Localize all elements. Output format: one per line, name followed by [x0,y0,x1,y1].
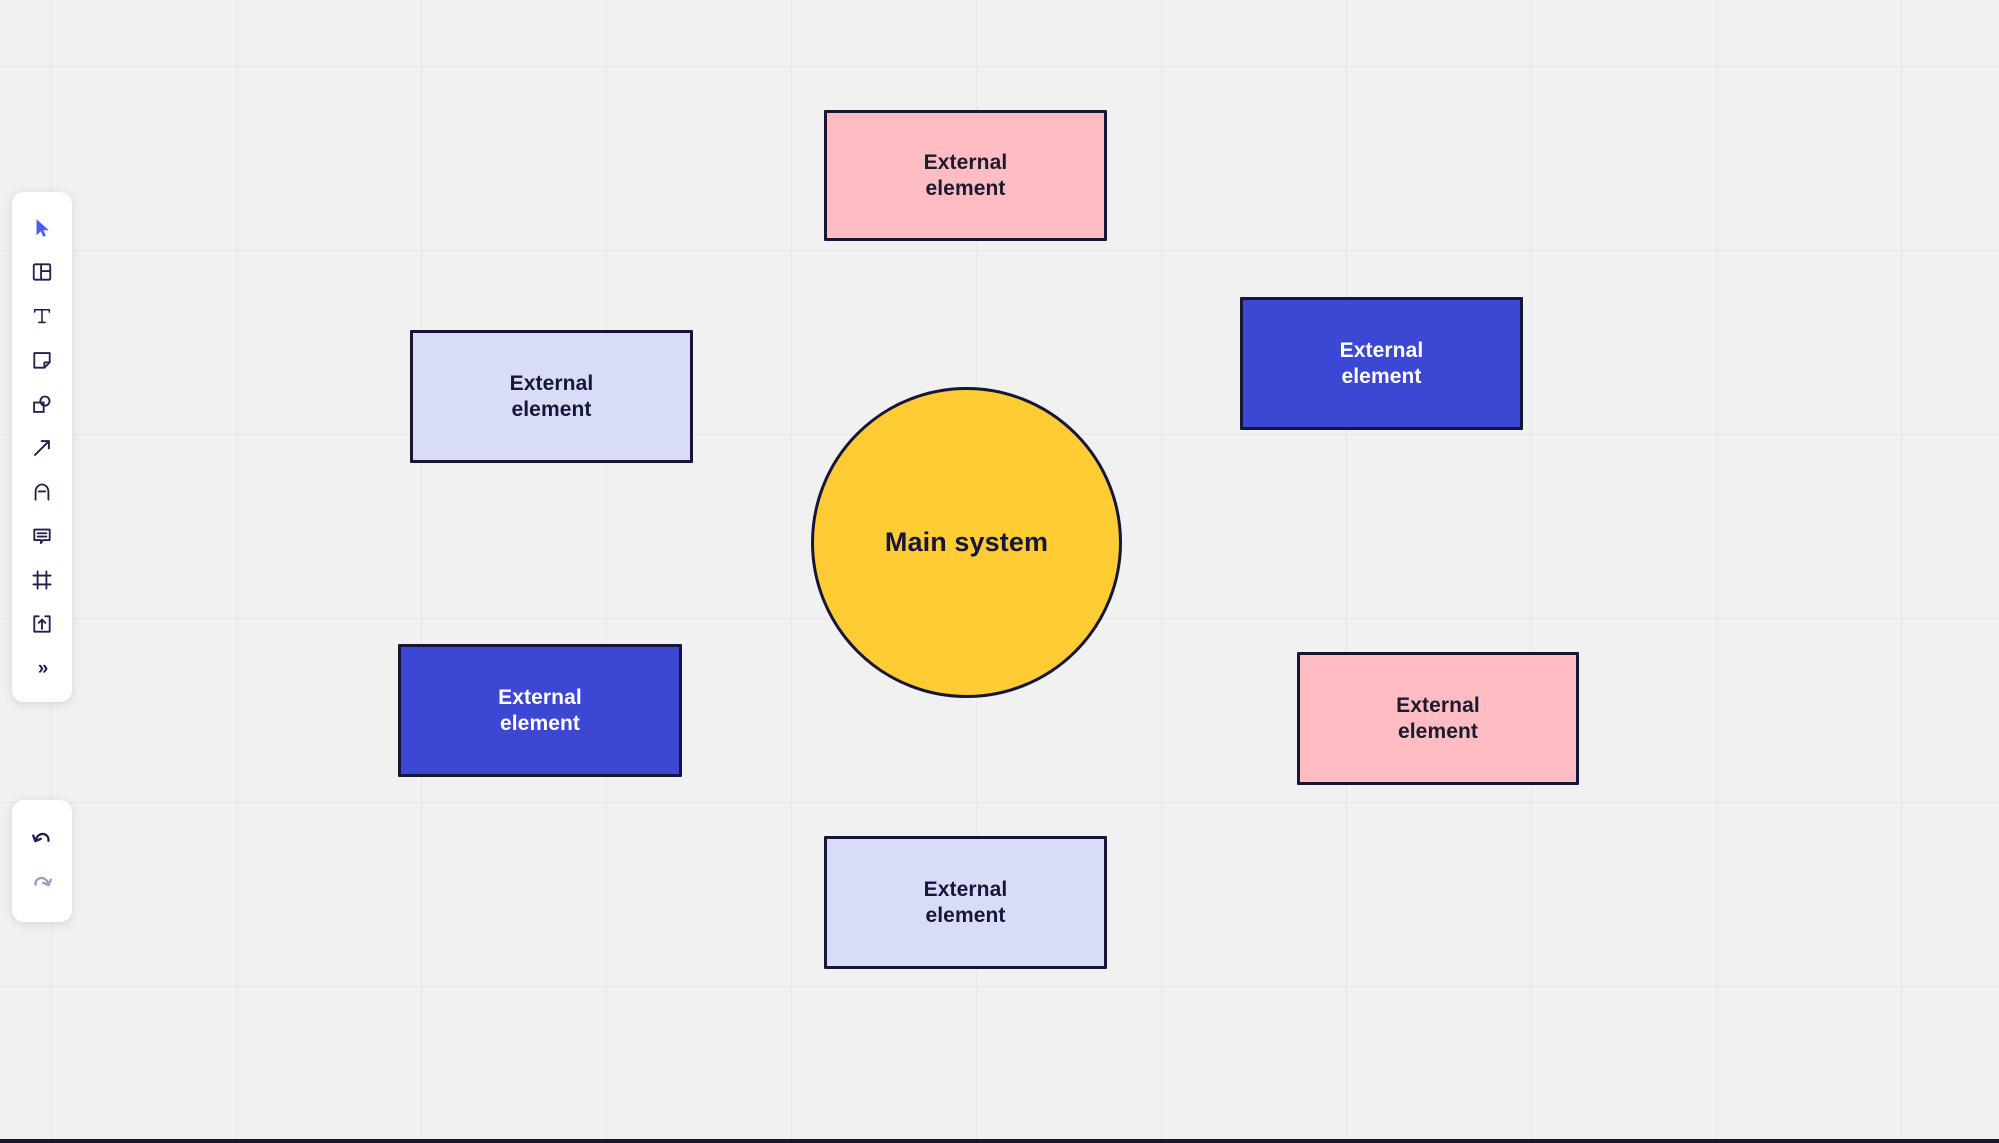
shape-external-element-top[interactable]: External element [824,110,1107,241]
shape-external-element-bottom[interactable]: External element [824,836,1107,969]
canvas-bottom-rule [0,1139,1999,1143]
toolbar-history [12,800,72,922]
shape-label: Main system [884,527,1049,558]
arrow-icon [34,440,50,456]
pen-icon-button[interactable] [20,470,64,514]
shape-label: External element [509,372,594,421]
layout-grid-icon-button[interactable] [20,250,64,294]
shape-label: External element [1339,339,1424,388]
sticky-note-icon [33,352,51,369]
upload-box-icon [33,615,51,633]
upload-box-icon-button[interactable] [20,602,64,646]
redo-arrow-icon [34,876,52,887]
layout-grid-icon [32,263,52,281]
frame-crop-icon [32,570,52,590]
shape-external-element-right-top[interactable]: External element [1240,297,1523,430]
shape-main-system[interactable]: Main system [811,387,1122,698]
comment-icon-button[interactable] [20,514,64,558]
cursor-arrow-icon-button[interactable] [20,206,64,250]
shapes-icon-button[interactable] [20,382,64,426]
shape-label: External element [1396,694,1480,743]
shape-label: External element [923,878,1008,927]
shape-label: External element [498,686,582,735]
chevron-double-right-icon-button[interactable]: » [20,646,64,690]
undo-arrow-icon-button[interactable] [20,816,64,860]
sticky-note-icon-button[interactable] [20,338,64,382]
shape-external-element-left-top[interactable]: External element [410,330,693,463]
text-icon-button[interactable] [20,294,64,338]
text-icon [33,308,51,324]
toolbar-main: » [12,192,72,702]
frame-crop-icon-button[interactable] [20,558,64,602]
pen-icon [34,483,50,501]
redo-arrow-icon-button[interactable] [20,860,64,904]
comment-icon [33,528,51,545]
undo-arrow-icon [32,832,50,843]
arrow-icon-button[interactable] [20,426,64,470]
cursor-arrow-icon [36,219,49,237]
shape-label: External element [923,151,1008,200]
shape-external-element-left-bottom[interactable]: External element [398,644,682,777]
shapes-icon [33,395,51,413]
shape-external-element-right-bottom[interactable]: External element [1297,652,1579,785]
chevron-double-right-icon: » [37,657,48,679]
